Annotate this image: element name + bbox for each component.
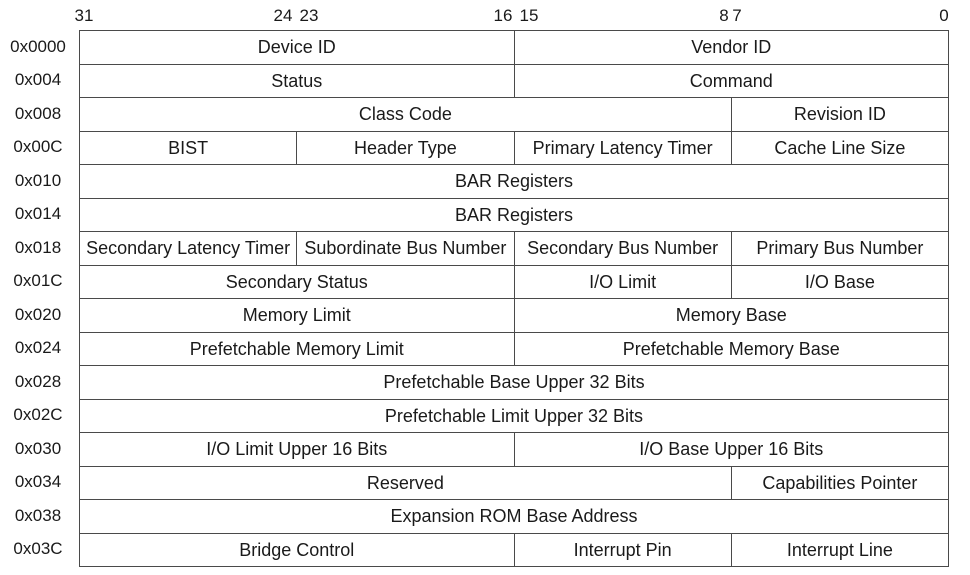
register-field: I/O Base bbox=[730, 264, 950, 299]
register-offset: 0x01C bbox=[13, 271, 63, 291]
bit-label: 16 bbox=[493, 6, 513, 25]
register-field: Class Code bbox=[79, 97, 732, 132]
register-field: Memory Limit bbox=[79, 298, 515, 333]
register-field: Primary Latency Timer bbox=[513, 130, 732, 165]
register-offset: 0x028 bbox=[14, 371, 62, 391]
register-field: Device ID bbox=[79, 30, 515, 65]
register-field: Capabilities Pointer bbox=[730, 465, 950, 500]
register-field: Prefetchable Memory Base bbox=[513, 331, 949, 366]
register-row: BAR Registers bbox=[79, 197, 949, 232]
register-field: I/O Limit bbox=[513, 264, 732, 299]
register-offset: 0x020 bbox=[14, 304, 62, 324]
register-field: Memory Base bbox=[513, 298, 949, 333]
register-field: I/O Base Upper 16 Bits bbox=[513, 432, 949, 467]
register-offset: 0x024 bbox=[14, 338, 62, 358]
register-offset: 0x030 bbox=[14, 438, 62, 458]
register-field: Cache Line Size bbox=[730, 130, 950, 165]
register-field: Prefetchable Limit Upper 32 Bits bbox=[79, 398, 949, 433]
register-offset: 0x004 bbox=[14, 70, 62, 90]
register-field: BIST bbox=[78, 130, 298, 165]
register-offset: 0x008 bbox=[14, 103, 62, 123]
register-field: Vendor ID bbox=[513, 30, 949, 65]
register-field: Revision ID bbox=[730, 97, 950, 132]
register-row: Prefetchable Base Upper 32 Bits bbox=[79, 365, 949, 400]
register-field: Prefetchable Base Upper 32 Bits bbox=[79, 365, 949, 400]
register-field: Primary Bus Number bbox=[730, 231, 950, 266]
bit-label: 31 bbox=[74, 6, 94, 25]
register-offset: 0x014 bbox=[14, 204, 62, 224]
register-field: Subordinate Bus Number bbox=[296, 231, 515, 266]
register-field: BAR Registers bbox=[79, 197, 949, 232]
register-field: BAR Registers bbox=[79, 164, 949, 199]
bit-label: 8 bbox=[719, 6, 729, 25]
bit-label: 23 bbox=[299, 6, 319, 25]
register-offset: 0x03C bbox=[13, 539, 63, 559]
register-field: I/O Limit Upper 16 Bits bbox=[79, 432, 515, 467]
bit-label: 15 bbox=[519, 6, 539, 25]
register-row: BAR Registers bbox=[79, 164, 949, 199]
register-field: Secondary Bus Number bbox=[513, 231, 732, 266]
register-field: Expansion ROM Base Address bbox=[79, 499, 949, 534]
register-field: Reserved bbox=[79, 465, 732, 500]
register-offset: 0x0000 bbox=[10, 36, 66, 56]
register-offset: 0x038 bbox=[14, 505, 62, 525]
register-field: Interrupt Line bbox=[730, 532, 950, 567]
register-offset: 0x018 bbox=[14, 237, 62, 257]
register-field: Secondary Latency Timer bbox=[78, 231, 298, 266]
bit-label: 7 bbox=[732, 6, 742, 25]
register-row: Expansion ROM Base Address bbox=[79, 499, 949, 534]
register-field: Bridge Control bbox=[79, 532, 515, 567]
offset-column: 0x0000 0x004 0x008 0x00C 0x010 0x014 0x018 0x01… bbox=[0, 30, 79, 566]
register-field: Status bbox=[79, 63, 515, 98]
register-row: Prefetchable Limit Upper 32 Bits bbox=[79, 398, 949, 433]
register-field: Header Type bbox=[296, 130, 515, 165]
register-field: Interrupt Pin bbox=[513, 532, 732, 567]
register-offset: 0x034 bbox=[14, 472, 62, 492]
register-offset: 0x02C bbox=[13, 405, 63, 425]
register-field: Prefetchable Memory Limit bbox=[79, 331, 515, 366]
register-field: Command bbox=[513, 63, 949, 98]
register-offset: 0x010 bbox=[14, 170, 62, 190]
register-offset: 0x00C bbox=[13, 137, 63, 157]
register-field: Secondary Status bbox=[79, 264, 515, 299]
bit-label: 0 bbox=[939, 6, 949, 25]
bit-label: 24 bbox=[273, 6, 293, 25]
